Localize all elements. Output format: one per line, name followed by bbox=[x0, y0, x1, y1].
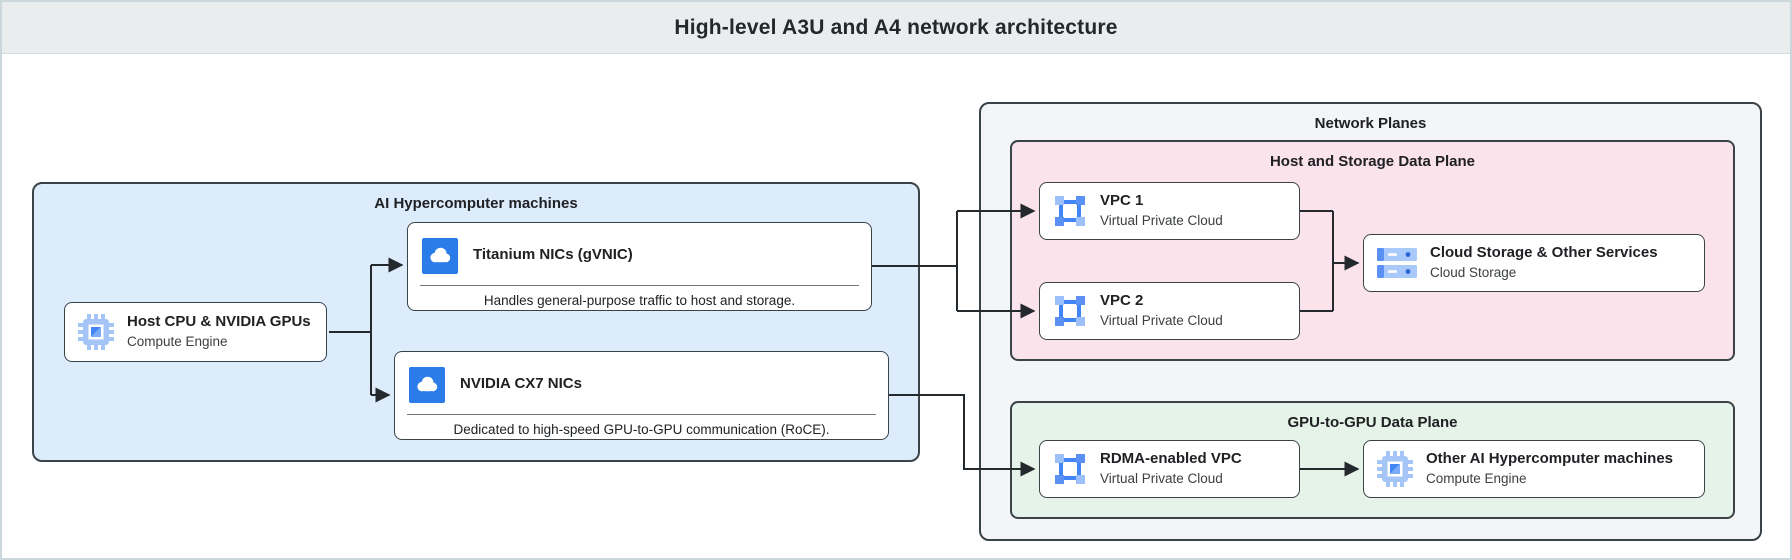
cloud-storage-icon bbox=[1377, 247, 1417, 279]
other-ai-machines-node: Other AI Hypercomputer machines Compute … bbox=[1363, 440, 1705, 498]
cloud-storage-title: Cloud Storage & Other Services bbox=[1430, 244, 1658, 262]
titanium-nics-head: Titanium NICs (gVNIC) bbox=[408, 223, 871, 278]
nvidia-cx7-nics-head: NVIDIA CX7 NICs bbox=[395, 352, 888, 407]
network-planes-title: Network Planes bbox=[1314, 115, 1427, 132]
nvidia-cx7-nics-description: Dedicated to high-speed GPU-to-GPU commu… bbox=[453, 422, 830, 437]
other-ai-machines-title: Other AI Hypercomputer machines bbox=[1426, 450, 1674, 468]
other-ai-machines-text: Other AI Hypercomputer machines Compute … bbox=[1426, 450, 1673, 488]
ai-hypercomputer-machines-title: AI Hypercomputer machines bbox=[374, 195, 578, 212]
compute-engine-icon bbox=[78, 314, 114, 350]
vpc1-text: VPC 1 Virtual Private Cloud bbox=[1100, 192, 1223, 230]
nvidia-cx7-nics-node: NVIDIA CX7 NICs Dedicated to high-speed … bbox=[394, 351, 889, 440]
vpc1-subtitle: Virtual Private Cloud bbox=[1100, 212, 1223, 228]
vpc2-node: VPC 2 Virtual Private Cloud bbox=[1039, 282, 1300, 340]
page-title: High-level A3U and A4 network architectu… bbox=[674, 15, 1118, 39]
titanium-nics-divider bbox=[420, 285, 859, 286]
compute-engine-icon bbox=[1377, 451, 1413, 487]
rdma-vpc-text: RDMA-enabled VPC Virtual Private Cloud bbox=[1100, 450, 1242, 488]
titanium-nics-title: Titanium NICs (gVNIC) bbox=[473, 246, 633, 264]
host-cpu-gpu-node: Host CPU & NVIDIA GPUs Compute Engine bbox=[64, 302, 327, 362]
titanium-nics-node: Titanium NICs (gVNIC) Handles general-pu… bbox=[407, 222, 872, 311]
vpc2-text: VPC 2 Virtual Private Cloud bbox=[1100, 292, 1223, 330]
vpc-icon bbox=[1053, 194, 1087, 228]
cloud-nic-icon bbox=[422, 237, 458, 274]
nvidia-cx7-nics-divider bbox=[407, 414, 876, 415]
cloud-storage-subtitle: Cloud Storage bbox=[1430, 264, 1517, 280]
vpc2-subtitle: Virtual Private Cloud bbox=[1100, 312, 1223, 328]
nvidia-cx7-nics-title: NVIDIA CX7 NICs bbox=[460, 375, 582, 393]
diagram-header: High-level A3U and A4 network architectu… bbox=[2, 2, 1790, 54]
vpc-icon bbox=[1053, 452, 1087, 486]
vpc1-node: VPC 1 Virtual Private Cloud bbox=[1039, 182, 1300, 240]
cloud-storage-text: Cloud Storage & Other Services Cloud Sto… bbox=[1430, 244, 1658, 282]
vpc2-title: VPC 2 bbox=[1100, 292, 1144, 310]
gpu-to-gpu-data-plane-title: GPU-to-GPU Data Plane bbox=[1287, 414, 1458, 431]
host-cpu-gpu-subtitle: Compute Engine bbox=[127, 333, 228, 349]
host-cpu-gpu-text: Host CPU & NVIDIA GPUs Compute Engine bbox=[127, 313, 311, 351]
titanium-nics-description: Handles general-purpose traffic to host … bbox=[483, 293, 796, 308]
other-ai-machines-subtitle: Compute Engine bbox=[1426, 470, 1527, 486]
vpc-icon bbox=[1053, 294, 1087, 328]
rdma-vpc-subtitle: Virtual Private Cloud bbox=[1100, 470, 1223, 486]
rdma-vpc-node: RDMA-enabled VPC Virtual Private Cloud bbox=[1039, 440, 1300, 498]
host-storage-data-plane-title: Host and Storage Data Plane bbox=[1269, 153, 1476, 170]
rdma-vpc-title: RDMA-enabled VPC bbox=[1100, 450, 1242, 468]
host-cpu-gpu-title: Host CPU & NVIDIA GPUs bbox=[127, 313, 311, 331]
vpc1-title: VPC 1 bbox=[1100, 192, 1144, 210]
cloud-storage-node: Cloud Storage & Other Services Cloud Sto… bbox=[1363, 234, 1705, 292]
cloud-nic-icon bbox=[409, 366, 445, 403]
